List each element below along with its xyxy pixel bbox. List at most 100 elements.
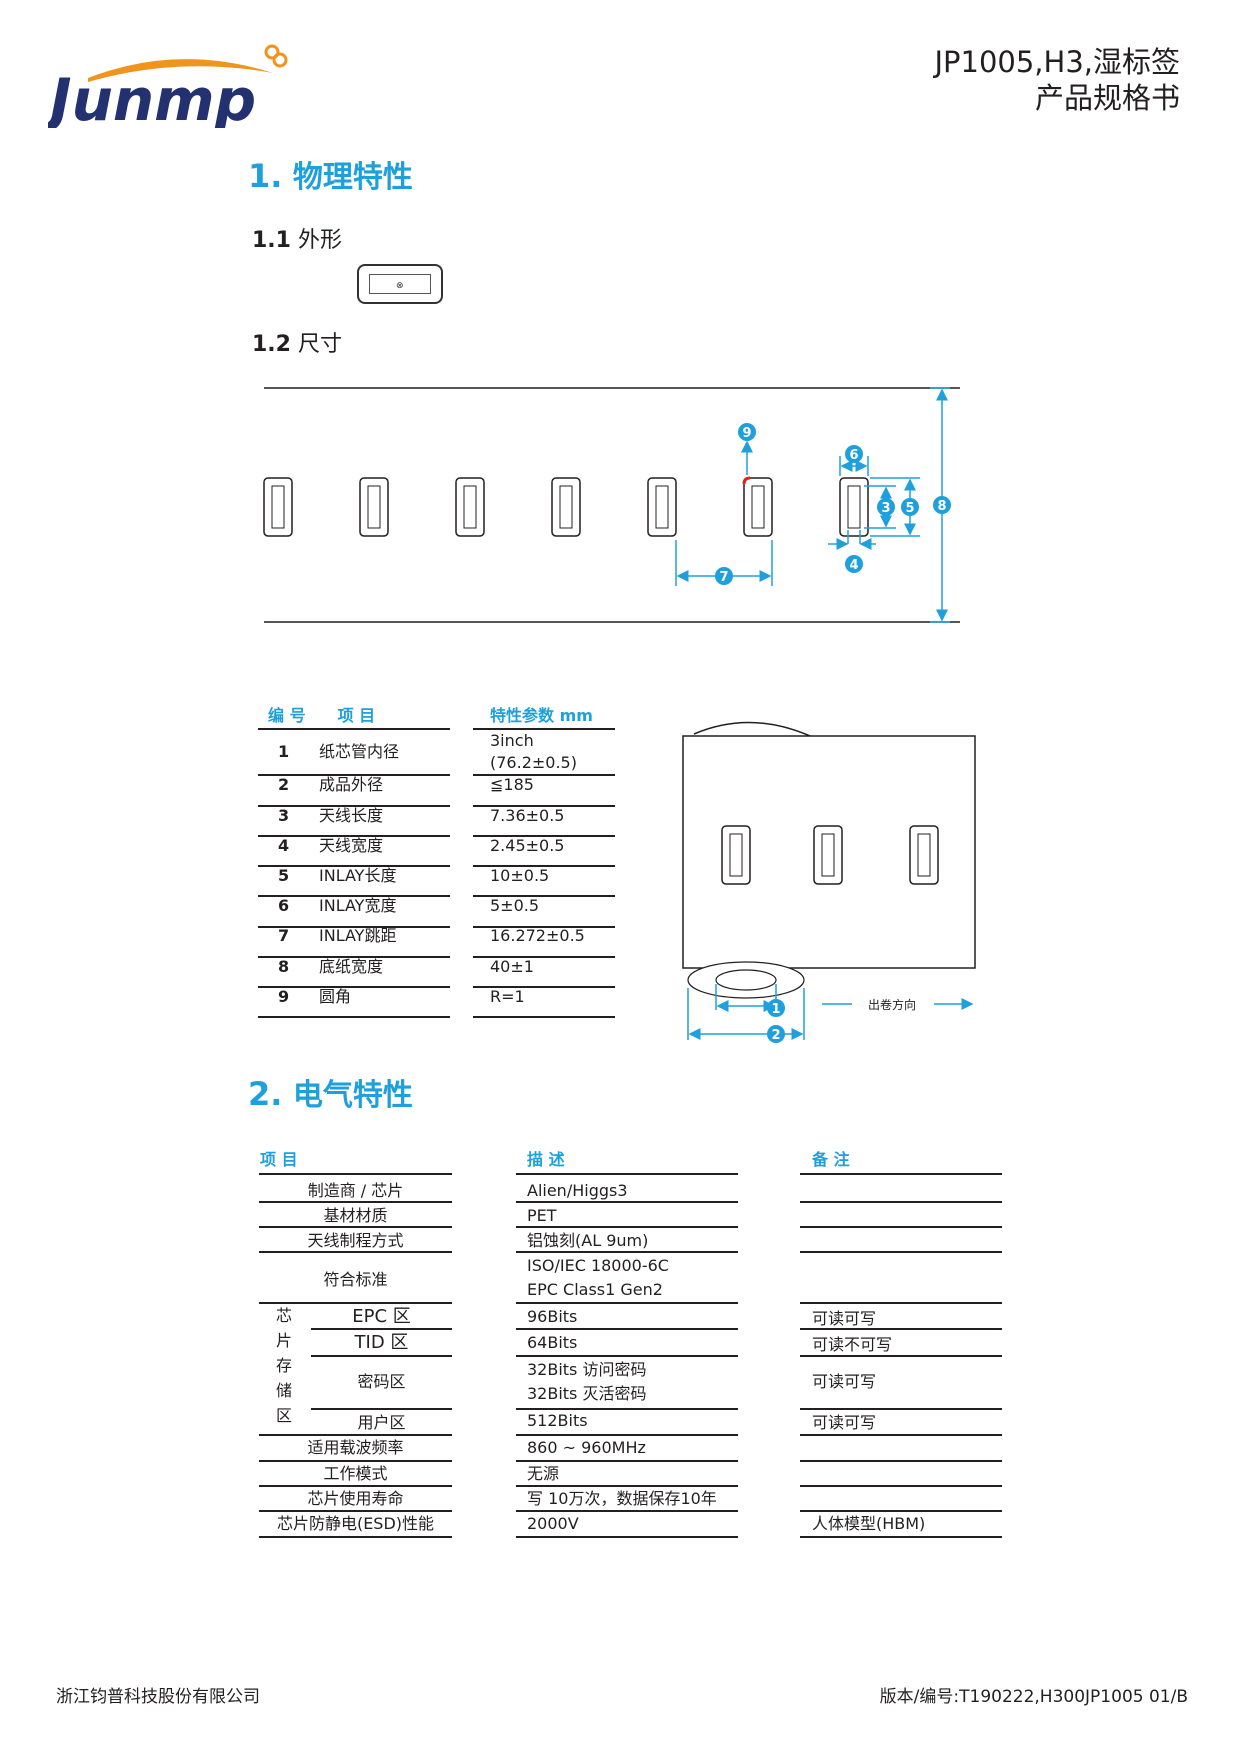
elec-desc-password-line1: 32Bits 访问密码 (527, 1360, 647, 1379)
mem-group-char5: 区 (276, 1406, 293, 1425)
phys-row-item: 圆角 (319, 987, 352, 1006)
subsection-title: 尺寸 (297, 332, 342, 357)
phys-row-number: 3 (278, 806, 290, 825)
table-rule (473, 956, 615, 958)
elec-item-mode: 工作模式 (323, 1464, 388, 1483)
table-rule (473, 805, 615, 807)
table-rule (258, 865, 450, 867)
phys-row-value-line1: 3inch (490, 731, 534, 750)
callout-1: 1 (771, 1002, 780, 1017)
subsection-number: 1.1 (252, 228, 291, 253)
table-rule (473, 774, 615, 776)
section2-number: 2. (248, 1075, 283, 1113)
callout-3: 3 (881, 501, 890, 516)
callout-2: 2 (771, 1028, 780, 1043)
elec-note-epc: 可读可写 (812, 1309, 877, 1328)
elec-desc-frequency: 860 ~ 960MHz (527, 1438, 646, 1457)
elec-item-user: 用户区 (357, 1413, 406, 1432)
logo-wordmark: Junmp (48, 66, 256, 128)
elec-item-tid: TID 区 (354, 1332, 409, 1353)
subsection-number: 1.2 (252, 332, 291, 357)
section1-number: 1. (248, 157, 283, 195)
table-rule (258, 1016, 450, 1018)
section1-title: 物理特性 (292, 160, 413, 195)
phys-row-value: 16.272±0.5 (490, 926, 585, 945)
tag-outline-figure: ⊗ (357, 264, 443, 304)
roll-diagram: 出卷方向 1 2 (682, 721, 976, 1043)
antenna-figure: ⊗ (369, 274, 431, 294)
callout-9: 9 (742, 426, 751, 441)
mem-group-char1: 芯 (276, 1306, 293, 1325)
table-header-desc: 描 述 (527, 1150, 565, 1169)
table-rule (258, 774, 450, 776)
phys-row-value: R=1 (490, 987, 525, 1006)
section2-title: 电气特性 (292, 1078, 413, 1113)
table-rule (473, 986, 615, 988)
table-rule (258, 805, 450, 807)
phys-row-value: ≦185 (490, 775, 534, 794)
table-rule (258, 926, 450, 928)
phys-row-item: INLAY跳距 (319, 926, 397, 945)
table-rule (473, 865, 615, 867)
elec-item-epc: EPC 区 (352, 1306, 411, 1327)
footer-version: 版本/编号:T190222,H300JP1005 01/B (879, 1687, 1188, 1707)
elec-desc-standard-line2: EPC Class1 Gen2 (527, 1280, 663, 1299)
mem-group-char3: 存 (276, 1356, 293, 1375)
subsection-outline-heading: 1.1 外形 (252, 222, 342, 254)
unwind-direction-label: 出卷方向 (868, 997, 916, 1012)
phys-row-value: 2.45±0.5 (490, 836, 565, 855)
phys-row-number: 1 (278, 742, 290, 761)
elec-desc-manufacturer: Alien/Higgs3 (527, 1181, 628, 1200)
elec-note-tid: 可读不可写 (812, 1335, 893, 1354)
table-rule (258, 728, 450, 730)
elec-note-esd: 人体模型(HBM) (812, 1514, 926, 1533)
elec-desc-substrate: PET (527, 1206, 557, 1225)
table-rule (258, 835, 450, 837)
elec-item-life: 芯片使用寿命 (307, 1489, 404, 1508)
elec-desc-esd: 2000V (527, 1514, 579, 1533)
elec-item-antenna-process: 天线制程方式 (307, 1231, 404, 1250)
elec-desc-mode: 无源 (527, 1464, 560, 1483)
phys-row-number: 4 (278, 836, 290, 855)
phys-row-value: 5±0.5 (490, 896, 540, 915)
phys-row-item: 纸芯管内径 (319, 742, 400, 761)
table-rule (473, 728, 615, 730)
phys-row-number: 2 (278, 775, 290, 794)
elec-item-standard: 符合标准 (323, 1270, 388, 1289)
callout-4: 4 (849, 558, 858, 573)
phys-row-item: INLAY长度 (319, 866, 397, 885)
mem-group-char2: 片 (276, 1331, 293, 1350)
phys-row-number: 6 (278, 896, 290, 915)
table-rule (473, 835, 615, 837)
elec-note-password: 可读可写 (812, 1372, 877, 1391)
phys-row-item: 天线长度 (319, 806, 384, 825)
callout-5: 5 (905, 501, 914, 516)
callout-8: 8 (937, 499, 946, 514)
elec-item-manufacturer: 制造商 / 芯片 (307, 1181, 404, 1200)
phys-row-number: 8 (278, 957, 290, 976)
table-rule (473, 926, 615, 928)
dimension-diagram: 9 7 6 3 5 4 8 (263, 387, 960, 623)
section1-heading: 1. 物理特性 (248, 152, 413, 196)
table-rule (258, 986, 450, 988)
phys-row-number: 7 (278, 926, 290, 945)
company-logo: Junmp (48, 44, 288, 128)
phys-row-item: 底纸宽度 (319, 957, 384, 976)
document-title-line2: 产品规格书 (1034, 81, 1180, 115)
section2-heading: 2. 电气特性 (248, 1070, 413, 1114)
footer-company: 浙江钧普科技股份有限公司 (56, 1687, 260, 1707)
phys-row-value: 7.36±0.5 (490, 806, 565, 825)
table-header-item: 项 目 (260, 1150, 298, 1169)
phys-row-value: 40±1 (490, 957, 534, 976)
table-header-param: 特性参数 mm (490, 706, 593, 725)
elec-note-user: 可读可写 (812, 1413, 877, 1432)
elec-desc-password-line2: 32Bits 灭活密码 (527, 1384, 647, 1403)
mem-group-char4: 储 (276, 1381, 293, 1400)
elec-item-substrate: 基材材质 (323, 1206, 388, 1225)
phys-row-value: 10±0.5 (490, 866, 550, 885)
table-rule (473, 1016, 615, 1018)
elec-item-frequency: 适用载波频率 (307, 1438, 404, 1457)
subsection-title: 外形 (297, 228, 342, 253)
phys-row-item: INLAY宽度 (319, 896, 397, 915)
elec-desc-tid: 64Bits (527, 1333, 578, 1352)
